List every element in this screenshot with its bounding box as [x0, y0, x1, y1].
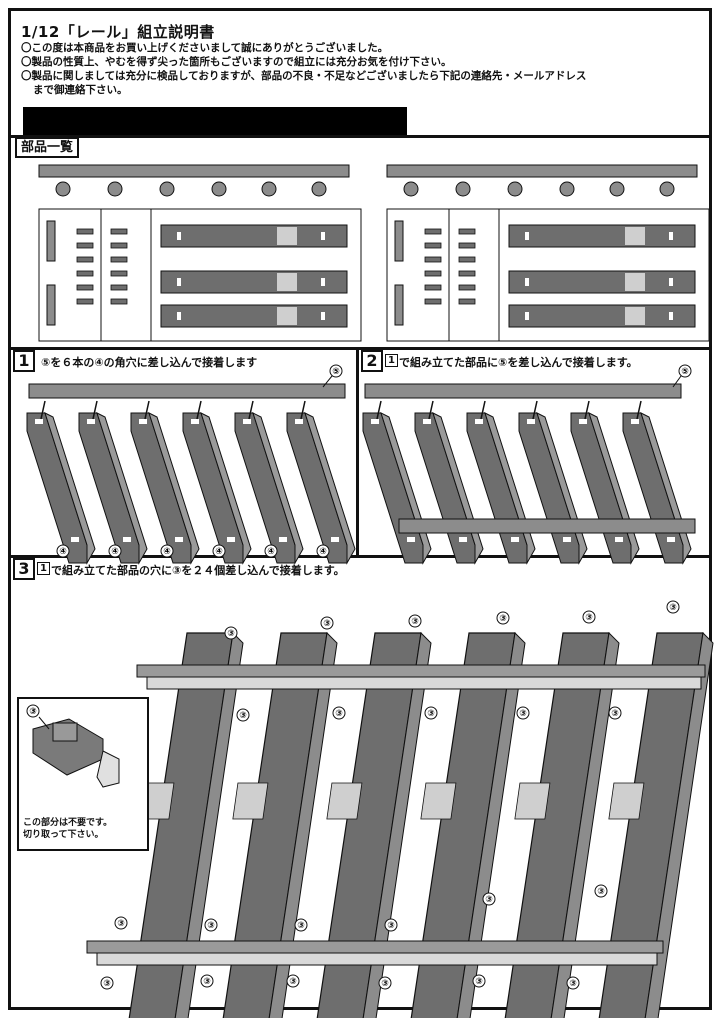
note-line-1: 〇この度は本商品をお買い上げくださいまして誠にありがとうございました。 — [21, 42, 389, 54]
step-3-callouts: ③ ③ ③ ③ ③ ③ ③ ③ ③ ③ ③ ③ ③ ③ ③ ③ ③ ③ ③ ③ ③ ③ ③ — [100, 600, 680, 990]
divider — [11, 135, 709, 138]
svg-text:⑤: ⑤ — [332, 367, 340, 377]
clip-detail-inset: ③ この部分は不要です。 切り取って下さい。 — [17, 697, 149, 851]
svg-text:③: ③ — [297, 921, 305, 931]
step-2-diagram: ⑤ — [362, 364, 696, 564]
parts-list-label: 部品一覧 — [15, 137, 80, 158]
svg-text:③: ③ — [427, 709, 435, 719]
svg-text:③: ③ — [103, 979, 111, 989]
step-1-callout-top: ⑤ — [322, 364, 343, 388]
instruction-sheet: 1/12「レール」組立説明書 〇この度は本商品をお買い上げくださいまして誠にあり… — [8, 8, 714, 1018]
svg-text:③: ③ — [203, 977, 211, 987]
svg-text:③: ③ — [475, 977, 483, 987]
svg-text:③: ③ — [387, 921, 395, 931]
step-2-callout-top: ⑤ — [672, 364, 692, 388]
svg-text:③: ③ — [29, 707, 37, 717]
svg-text:③: ③ — [207, 921, 215, 931]
note-line-3: 〇製品に関しましては充分に検品しておりますが、部品の不良・不足などございましたら… — [21, 70, 587, 82]
step-1-callouts-bottom: ④ ④ ④ ④ ④ ④ — [56, 544, 330, 558]
svg-text:③: ③ — [569, 979, 577, 989]
svg-text:③: ③ — [669, 603, 677, 613]
svg-text:④: ④ — [111, 547, 119, 557]
step-2-number: 2 — [361, 350, 383, 372]
svg-text:③: ③ — [411, 617, 419, 627]
svg-text:④: ④ — [59, 547, 67, 557]
parts-sprue-diagram — [38, 164, 710, 342]
divider — [11, 347, 709, 350]
redacted-contact-block — [23, 107, 407, 135]
divider — [356, 347, 359, 555]
svg-text:③: ③ — [499, 614, 507, 624]
svg-text:④: ④ — [163, 547, 171, 557]
svg-text:③: ③ — [585, 613, 593, 623]
svg-text:③: ③ — [611, 709, 619, 719]
svg-text:④: ④ — [267, 547, 275, 557]
note-line-4: まで御連絡下さい。 — [33, 84, 128, 96]
svg-text:③: ③ — [289, 977, 297, 987]
svg-text:④: ④ — [319, 547, 327, 557]
step-3-instruction: で組み立てた部品の穴に③を２４個差し込んで接着します。 — [51, 564, 345, 577]
step-2-instruction: で組み立てた部品に⑤を差し込んで接着します。 — [399, 356, 638, 369]
step-3-diagram: ③ ③ ③ ③ ③ ③ ③ ③ ③ ③ ③ ③ ③ ③ ③ ③ ③ ③ ③ ③ ③ ③ ③ — [86, 600, 714, 1018]
step-1-diagram: ⑤ ④ ④ ④ ④ ④ ④ — [26, 364, 356, 564]
svg-text:③: ③ — [335, 709, 343, 719]
svg-text:⑤: ⑤ — [681, 367, 689, 377]
clip-detail-note-2: 切り取って下さい。 — [23, 830, 104, 840]
svg-text:③: ③ — [597, 887, 605, 897]
step-3-ref: 1 — [37, 562, 50, 575]
divider — [11, 555, 709, 558]
clip-detail-note-1: この部分は不要です。 — [23, 818, 113, 828]
clip-detail-diagram: ③ — [26, 704, 120, 788]
step-1-instruction: ⑤を６本の④の角穴に差し込んで接着します — [41, 356, 258, 369]
svg-text:④: ④ — [215, 547, 223, 557]
sprue-left — [38, 164, 362, 342]
svg-text:③: ③ — [323, 619, 331, 629]
step-2-ref: 1 — [385, 354, 398, 367]
svg-text:③: ③ — [485, 895, 493, 905]
note-line-2: 〇製品の性質上、やむを得ず尖った箇所もございますので組立には充分お気を付け下さい… — [21, 56, 452, 68]
svg-text:③: ③ — [381, 979, 389, 989]
step-1-number: 1 — [13, 350, 35, 372]
svg-text:③: ③ — [117, 919, 125, 929]
svg-text:③: ③ — [227, 629, 235, 639]
svg-text:③: ③ — [519, 709, 527, 719]
sprue-right — [386, 164, 710, 342]
svg-text:③: ③ — [239, 711, 247, 721]
page-title: 1/12「レール」組立説明書 — [21, 23, 215, 41]
step-3-number: 3 — [13, 558, 35, 580]
